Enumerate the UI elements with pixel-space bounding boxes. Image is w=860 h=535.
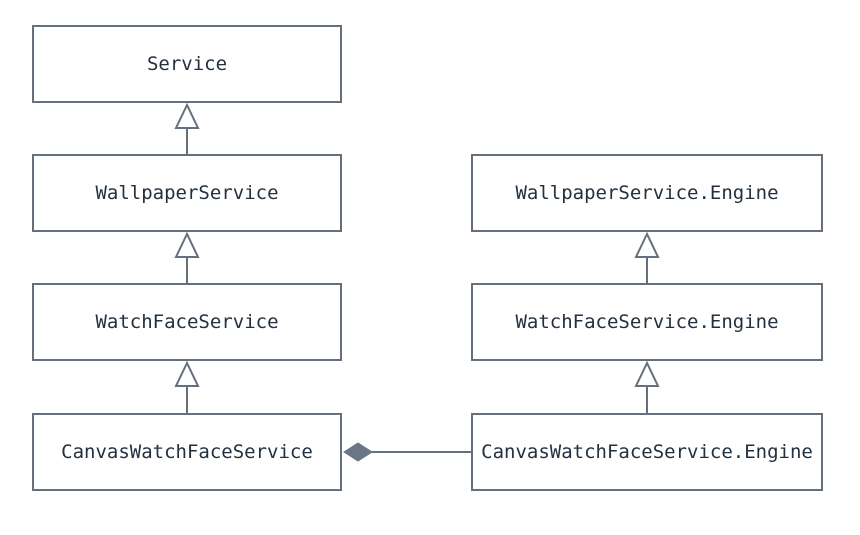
class-node-canvaswatchfaceservice-engine: CanvasWatchFaceService.Engine: [471, 413, 823, 491]
class-name-label: Service: [146, 53, 228, 75]
generalization-arrow-wallpaperservice-to-service: [174, 102, 200, 155]
generalization-arrow-watchfaceservice-to-wallpaperservice: [174, 231, 200, 284]
class-node-watchfaceservice: WatchFaceService: [32, 283, 342, 361]
class-name-label: CanvasWatchFaceService.Engine: [481, 441, 813, 463]
generalization-arrow-canvasengine-to-watchfaceengine: [634, 360, 660, 414]
class-node-wallpaperservice-engine: WallpaperService.Engine: [471, 154, 823, 232]
class-node-watchfaceservice-engine: WatchFaceService.Engine: [471, 283, 823, 361]
generalization-arrow-canvaswatchfaceservice-to-watchfaceservice: [174, 360, 200, 414]
class-name-label: WatchFaceService: [95, 311, 279, 333]
composition-diamond-connector: [343, 442, 471, 462]
class-name-label: WallpaperService.Engine: [515, 182, 779, 204]
class-node-canvaswatchfaceservice: CanvasWatchFaceService: [32, 413, 342, 491]
class-node-wallpaperservice: WallpaperService: [32, 154, 342, 232]
class-name-label: WallpaperService: [95, 182, 279, 204]
generalization-arrow-watchfaceengine-to-wallpaperengine: [634, 231, 660, 284]
class-name-label: CanvasWatchFaceService: [61, 441, 313, 463]
class-name-label: WatchFaceService.Engine: [515, 311, 779, 333]
class-node-service: Service: [32, 25, 342, 103]
